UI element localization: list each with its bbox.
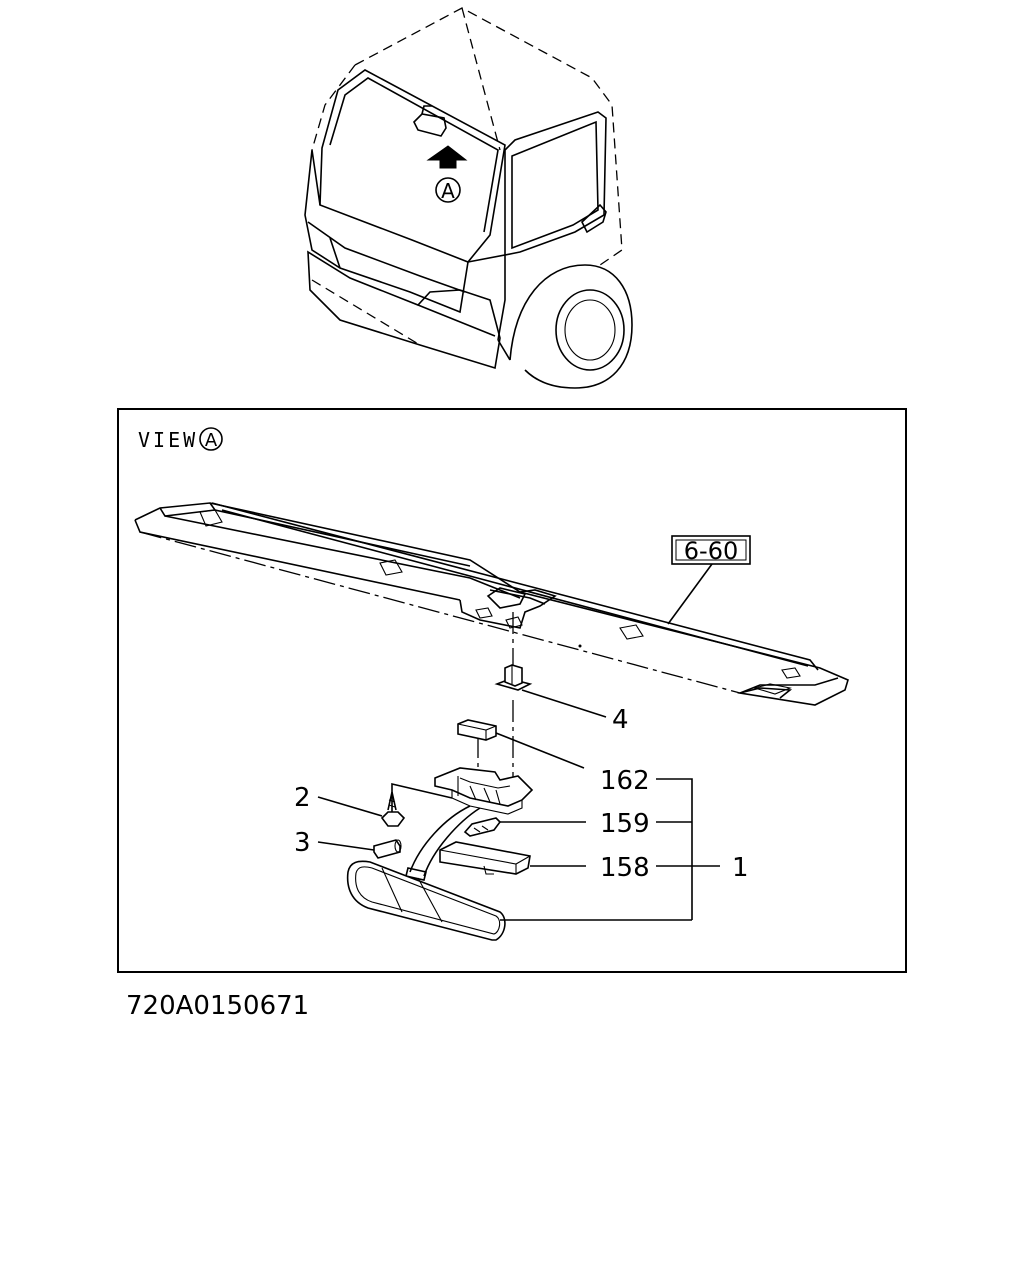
view-marker-circle bbox=[435, 177, 461, 203]
callout-4: 4 bbox=[612, 705, 629, 735]
detail-view-frame bbox=[117, 408, 907, 973]
view-title: VIEW bbox=[138, 428, 198, 452]
callout-162: 162 bbox=[600, 766, 650, 796]
callout-3: 3 bbox=[294, 828, 311, 858]
part-158-lens bbox=[439, 841, 586, 875]
view-arrow-icon bbox=[426, 145, 468, 169]
view-marker-label: A bbox=[441, 179, 455, 203]
mirror-mounting-bracket bbox=[434, 767, 534, 815]
callout-1: 1 bbox=[732, 853, 749, 883]
view-title-marker-circle bbox=[199, 427, 223, 451]
roof-header-panel bbox=[134, 502, 849, 706]
ref-box-label: 6-60 bbox=[684, 537, 738, 565]
ref-box-6-60 bbox=[671, 535, 751, 565]
part-2-screw bbox=[317, 791, 406, 827]
truck-cab-illustration: A bbox=[304, 7, 633, 389]
part-162-pad bbox=[457, 719, 585, 769]
part-3-plug bbox=[317, 839, 402, 859]
callout-158: 158 bbox=[600, 853, 650, 883]
part-4-clip bbox=[494, 664, 607, 718]
callout-2: 2 bbox=[294, 783, 311, 813]
callout-bracket-group-1 bbox=[656, 778, 693, 920]
ref-box-leader bbox=[667, 563, 713, 625]
rearview-mirror bbox=[346, 805, 692, 941]
part-159-bulb bbox=[463, 817, 586, 837]
drawing-number: 720A0150671 bbox=[126, 991, 309, 1021]
view-title-marker: A bbox=[205, 430, 218, 451]
callout-159: 159 bbox=[600, 809, 650, 839]
